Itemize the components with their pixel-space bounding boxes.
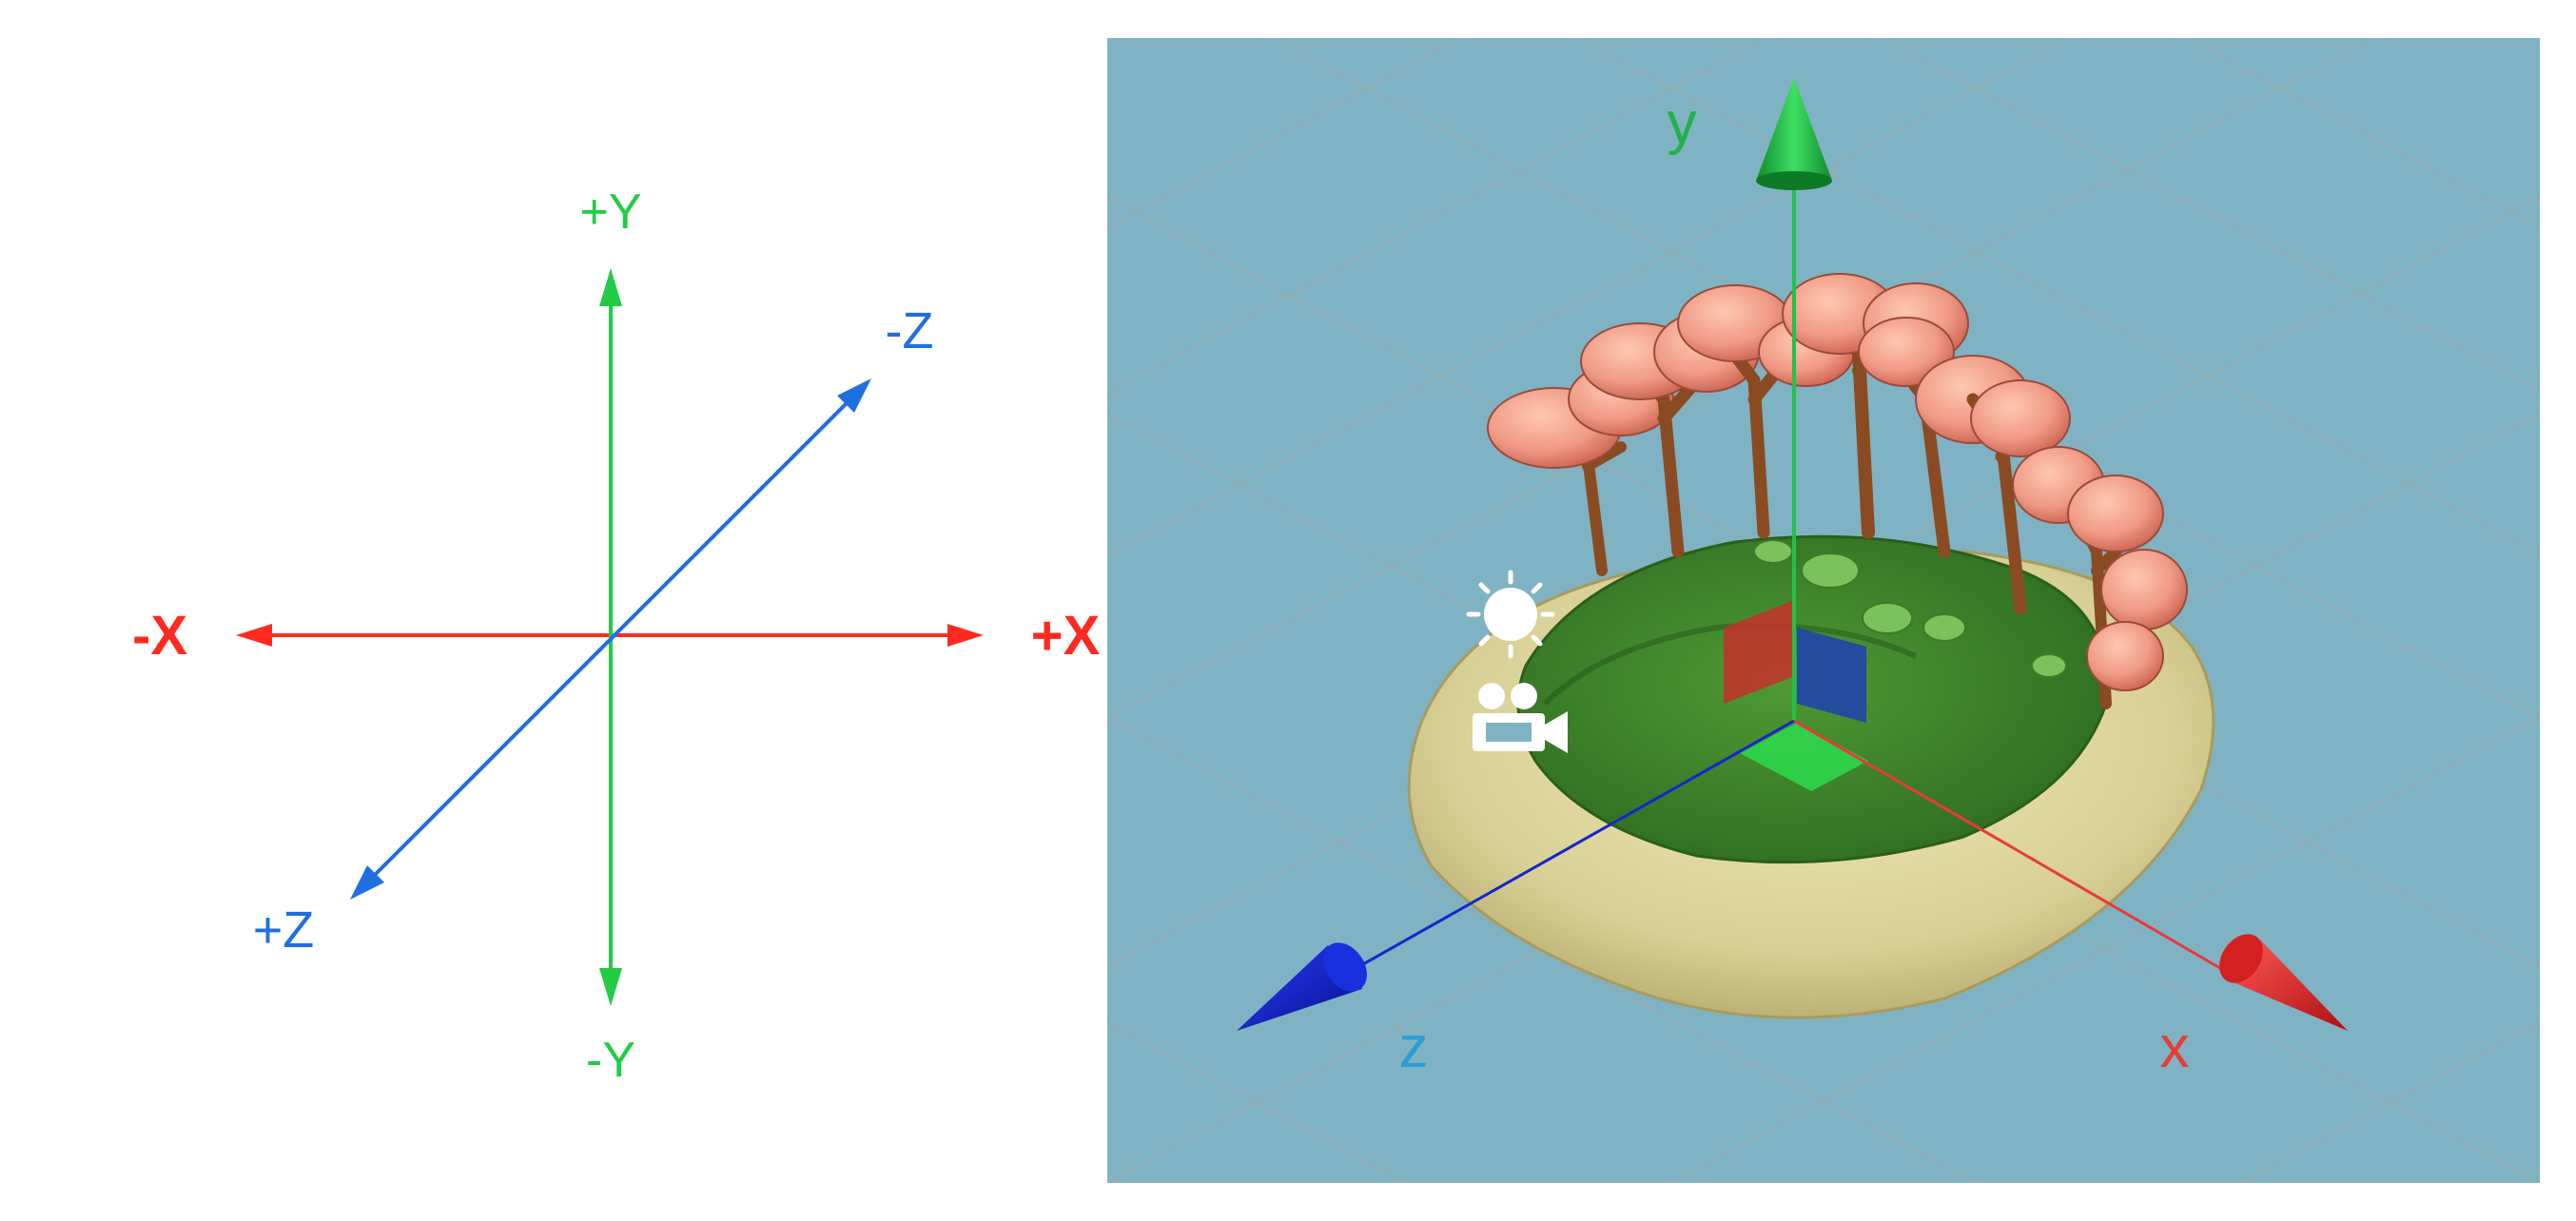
z-axis-line — [1325, 719, 1795, 987]
pos-x-arrowhead — [947, 624, 984, 647]
tree — [1966, 379, 2105, 615]
tree — [2067, 475, 2188, 709]
pos-y-arrowhead — [599, 268, 622, 306]
z-axis-cone[interactable] — [1237, 935, 1376, 1031]
zy-plane-handle[interactable] — [1797, 628, 1866, 723]
y-axis-cone[interactable] — [1756, 78, 1832, 190]
axes-diagram: +Y -Y -X +X -Z +Z — [132, 184, 1101, 1088]
trees — [1487, 273, 2188, 709]
pos-y-label: +Y — [579, 184, 641, 240]
y-axis-label: y — [1668, 90, 1697, 156]
grass-shadow — [1542, 623, 1918, 707]
transform-gizmo[interactable]: y x z — [1237, 78, 2348, 1080]
neg-x-label: -X — [132, 605, 187, 667]
scene-viewport[interactable]: y x z — [1107, 38, 2540, 1183]
sun-icon[interactable] — [1466, 570, 1555, 659]
x-axis-line — [1793, 719, 2244, 983]
pos-z-arrowhead — [350, 865, 384, 900]
neg-z-label: -Z — [886, 302, 934, 359]
xy-plane-handle[interactable] — [1724, 601, 1792, 704]
tree — [1487, 362, 1674, 576]
xz-plane-handle[interactable] — [1740, 723, 1868, 791]
neg-x-arrowhead — [236, 624, 272, 647]
z-axis — [350, 378, 871, 900]
x-axis-label: x — [2160, 1015, 2190, 1080]
tree — [1858, 317, 2031, 558]
pos-x-label: +X — [1031, 605, 1101, 667]
x-axis-cone[interactable] — [2211, 926, 2348, 1031]
neg-z-arrowhead — [837, 378, 871, 413]
neg-y-label: -Y — [586, 1033, 635, 1088]
pos-z-label: +Z — [253, 901, 315, 959]
z-axis-label: z — [1399, 1015, 1429, 1080]
neg-y-arrowhead — [599, 968, 622, 1006]
camera-icon[interactable] — [1473, 683, 1568, 753]
